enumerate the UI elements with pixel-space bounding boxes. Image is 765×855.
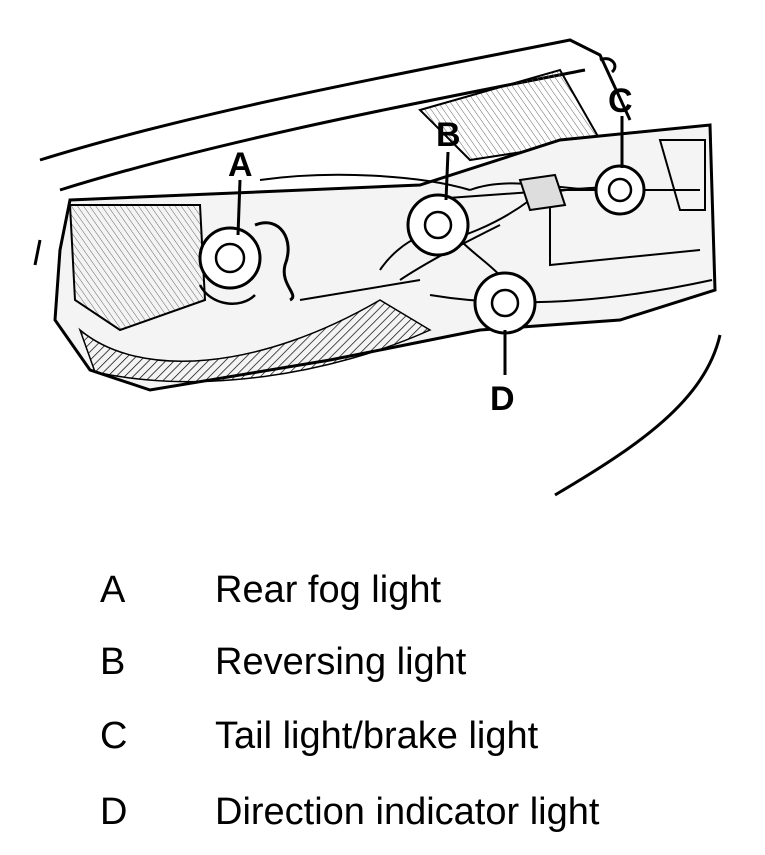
legend-key: A xyxy=(100,569,126,611)
bulb-holder-a xyxy=(198,221,295,305)
callout-label-c: C xyxy=(608,82,633,120)
leader-lines xyxy=(236,116,624,375)
legend-key: B xyxy=(100,641,126,683)
legend-description: Rear fog light xyxy=(215,569,442,611)
bulb-holder-b xyxy=(406,193,470,257)
legend-row: D Direction indicator light xyxy=(0,782,765,842)
lens-hatch xyxy=(78,299,432,383)
connector xyxy=(518,173,567,212)
legend-key: C xyxy=(100,715,128,757)
lens-left xyxy=(68,204,207,332)
legend-description: Tail light/brake light xyxy=(215,715,539,757)
callout-label-a: A xyxy=(228,146,253,184)
legend-row: A Rear fog light xyxy=(0,560,765,620)
legend-description: Reversing light xyxy=(215,641,467,683)
legend-row: B Reversing light xyxy=(0,632,765,692)
bulb-holder-d xyxy=(473,271,537,335)
callout-label-d: D xyxy=(490,380,515,418)
legend-row: C Tail light/brake light xyxy=(0,706,765,766)
tail-light-diagram: A B C D xyxy=(33,38,722,497)
bulb-holder-c xyxy=(594,164,646,216)
legend-key: D xyxy=(100,791,128,833)
legend-description: Direction indicator light xyxy=(215,791,600,833)
callout-label-b: B xyxy=(436,116,461,154)
